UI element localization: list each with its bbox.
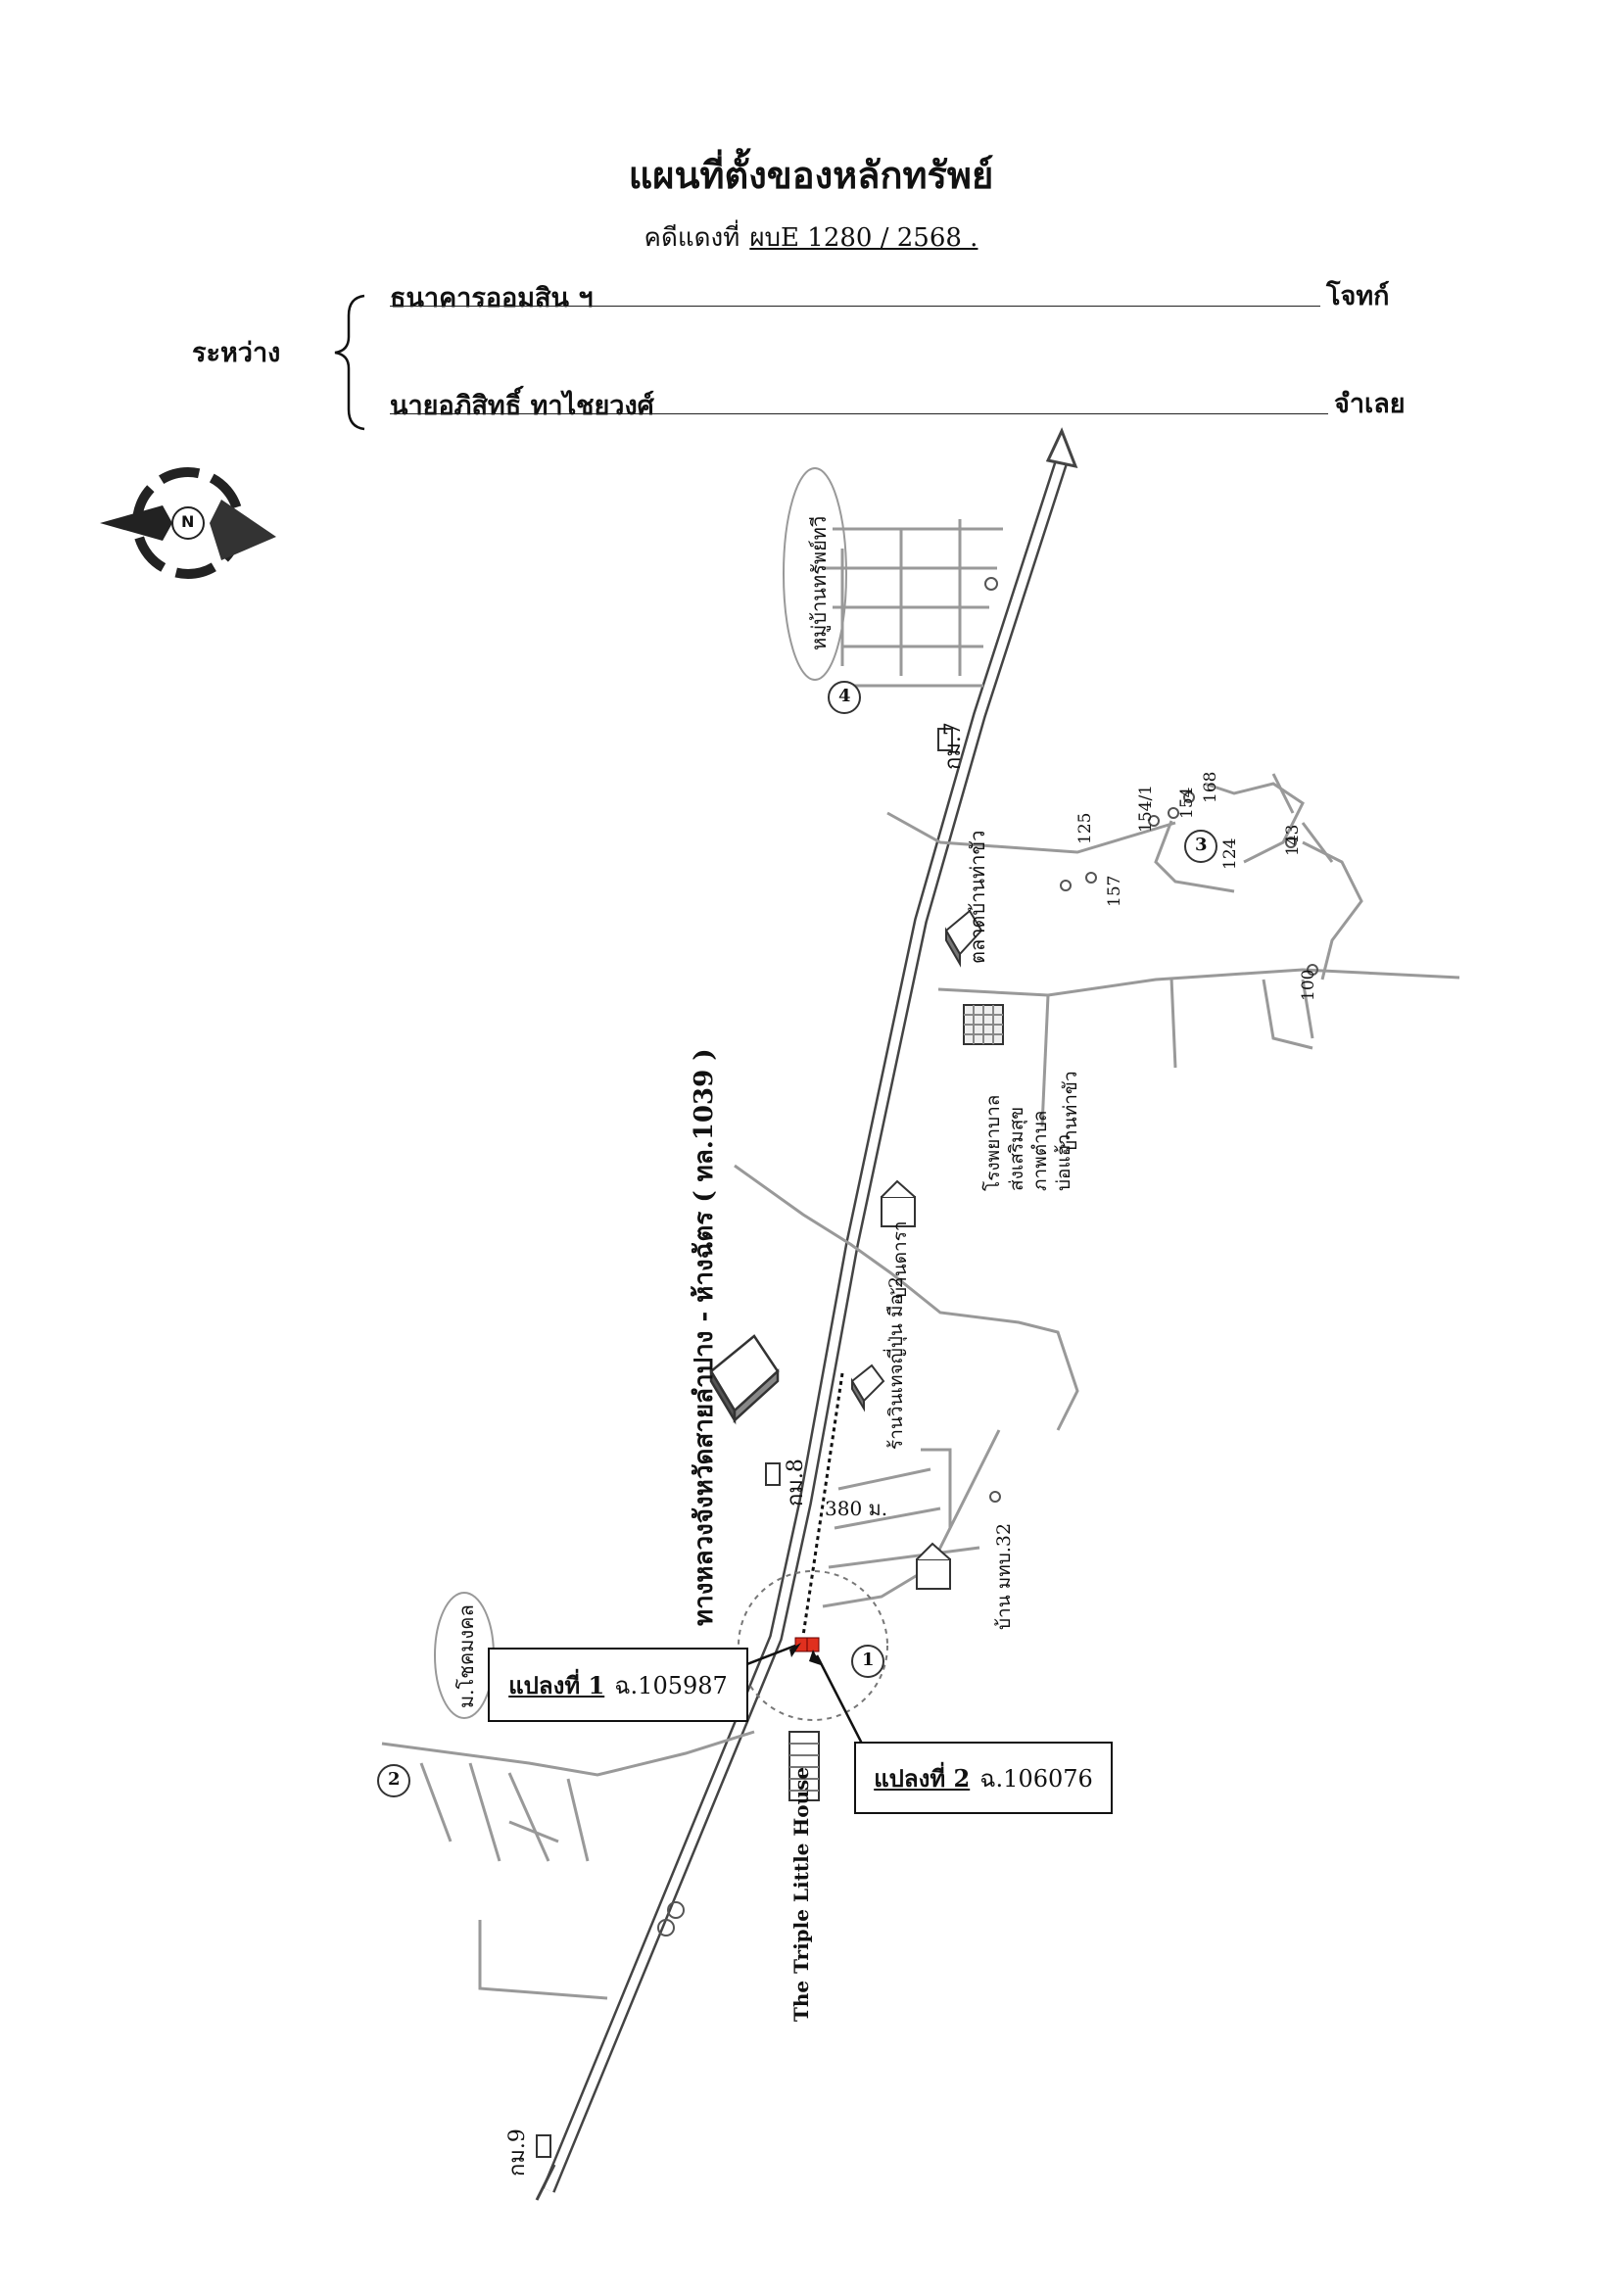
plaintiff-underline [390,306,1320,307]
market-building-icon [944,909,983,968]
triple-house-icon [788,1731,820,1801]
parcel-1-callout: แปลงที่ 1 ฉ.105987 [488,1648,748,1722]
parcel-2-deed: ฉ.106076 [979,1764,1093,1793]
km-marker-9: กม.9 [505,2129,530,2176]
distance-label: 380 ม. [825,1497,888,1520]
temple-2-icon [916,1542,951,1590]
house-number: 168 [1201,771,1220,803]
house-number: 143 [1283,824,1303,856]
party-brace [334,294,365,431]
km-marker-7: กม.7 [941,722,966,770]
highway-name: ทางหลวงจังหวัดสายลำปาง - ห้างฉัตร ( ทล.1… [690,1048,719,1626]
house-number: 154 [1177,787,1197,819]
market-label: ตลาดบ้านท่าขัว [966,830,989,964]
temple-2-label: บ้าน มทบ.32 [993,1522,1015,1630]
village-north-ellipse [783,467,847,681]
house-number: 125 [1075,812,1095,844]
house-markers [657,577,1318,1937]
case-line: คดีแดงที่ ผบE 1280 / 2568 . [0,217,1622,258]
house-number: 100 [1299,969,1318,1001]
parcel-1-deed: ฉ.105987 [614,1671,728,1699]
plaintiff-name: ธนาคารออมสิน ฯ [390,283,594,313]
page-title: แผนที่ตั้งของหลักทรัพย์ [628,153,994,197]
temple-1-icon [881,1179,916,1227]
circle-number: 1 [862,1650,875,1670]
km-marker-icons [536,728,953,2158]
defendant-name: นายอภิสิทธิ์ ทาไชยวงศ์ [390,391,654,421]
parcel-2-callout: แปลงที่ 2 ฉ.106076 [854,1742,1113,1814]
large-building-icon [709,1334,780,1425]
defendant-role: จำเลย [1334,389,1406,419]
side-roads [381,519,1460,2000]
case-label: คดีแดงที่ [644,223,740,253]
circle-number: 2 [388,1769,401,1790]
compass-n-letter: N [181,512,195,531]
parcel-2-marker [806,1637,820,1652]
defendant-underline [390,413,1328,414]
numbered-circles [377,681,1217,1797]
village-south-label: ม.โชคมงคล [454,1604,478,1708]
shop-building-icon [850,1363,885,1412]
plaintiff-role: โจทก์ [1326,281,1390,311]
parcel-1-label: แปลงที่ 1 [508,1670,605,1699]
circle-number: 3 [1195,835,1208,855]
km-marker-8: กม.8 [784,1459,808,1507]
north-arrow-icon [100,467,276,579]
parcel-area-circle [738,1570,888,1721]
house-number: 154/1 [1136,785,1156,833]
hospital-building-icon [963,1004,1004,1045]
distance-line [801,1372,844,1637]
between-label: ระหว่าง [192,338,281,368]
shop-label: ร้านวินเทจญี่ปุ่น มือ 2 [885,1275,907,1450]
tha-khua-label: บ้านท่าขัว [1060,1071,1081,1152]
parcel-1-marker [794,1637,808,1652]
parcel-2-arrow [815,1654,864,1745]
parcel-2-label: แปลงที่ 2 [874,1763,971,1793]
circle-number: 4 [838,686,851,706]
house-number: 124 [1220,837,1240,870]
village-north-label: หมู่บ้านทรัพย์ทวี [807,515,831,650]
parcel-1-arrow [743,1644,796,1667]
triple-house-label: The Triple Little House [789,1766,813,2022]
case-number: ผบE 1280 / 2568 . [749,223,978,253]
house-number: 157 [1105,875,1124,907]
